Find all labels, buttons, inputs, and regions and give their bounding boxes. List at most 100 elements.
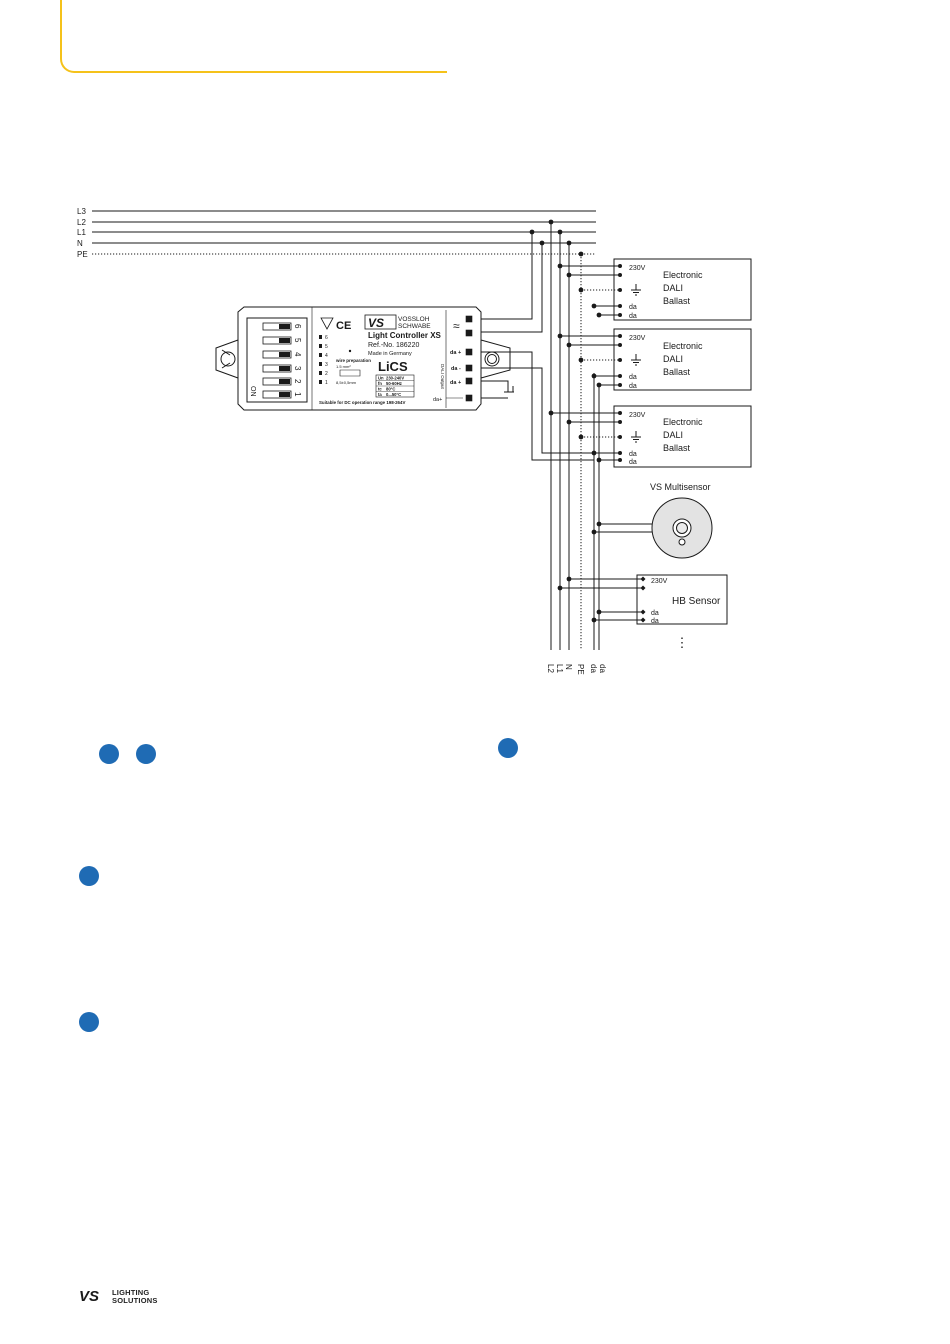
ballast-1-line1: Electronic: [663, 270, 703, 280]
dip-switches: [262, 322, 292, 399]
header-frame: [60, 0, 447, 73]
light-controller: 6 5 4 3 2 1 ON 6 5 4 3 2 1 CE VS: [215, 306, 511, 411]
ballast-2-line3: Ballast: [663, 367, 691, 377]
multisensor-label: VS Multisensor: [650, 482, 711, 492]
ballast-3: 230V Electronic DALI Ballast da da: [551, 405, 752, 468]
vertical-risers: [550, 222, 600, 650]
footer-logo-line1: LIGHTING: [112, 1288, 150, 1297]
dc-operation-note: Suitable for DC operation range 198-264V: [319, 400, 405, 405]
dip-knobs: [279, 324, 290, 397]
wire-pushbutton: [481, 380, 509, 392]
section-marker-1: [99, 744, 119, 764]
dali-output-wires: [481, 351, 599, 461]
svg-text:4: 4: [325, 353, 328, 359]
ballast-1: 230V Electronic DALI Ballast da da: [560, 258, 752, 321]
ballast-1-da1: da: [629, 304, 637, 311]
bus-labels: L3 L2 L1 N PE: [77, 207, 88, 259]
bus-label-l1: L1: [77, 228, 86, 237]
ballast-2-da1: da: [629, 374, 637, 381]
bus-label-l3: L3: [77, 207, 86, 216]
svg-text:5: 5: [293, 338, 302, 343]
vs-logo-icon: VS: [364, 314, 397, 330]
ballast-2-line2: DALI: [663, 354, 683, 364]
dip-numbers: 6 5 4 3 2 1 ON: [249, 324, 302, 397]
safety-triangle-icon: [320, 317, 334, 330]
section-marker-4: [79, 866, 99, 886]
ce-mark-icon: CE: [336, 320, 351, 332]
hb-sensor-da1: da: [651, 610, 659, 617]
brand-line2: SCHWABE: [398, 323, 431, 330]
footer-vs-logo-icon: VS: [79, 1288, 99, 1303]
wire-size: 1.5 mm²: [336, 364, 351, 369]
multisensor: VS Multisensor: [594, 482, 713, 559]
brand-line1: VOSSLOH: [398, 316, 430, 323]
svg-text:VS: VS: [368, 316, 384, 330]
controller-body: [237, 306, 482, 411]
ground-icon: [631, 431, 641, 443]
wire-da-minus: [481, 367, 599, 454]
ballast-1-voltage: 230V: [629, 265, 646, 272]
continuation-dots-icon: ⋮: [676, 635, 689, 650]
svg-text:6: 6: [293, 324, 302, 329]
hb-sensor-voltage: 230V: [651, 578, 668, 585]
terminal-da-plus-2: da +: [450, 380, 461, 386]
terminal-da-minus: da -: [451, 366, 461, 372]
bottom-labels: L2 L1 N PE da da: [546, 664, 607, 675]
svg-text:CE: CE: [336, 320, 351, 332]
ac-symbol-icon: ≈: [453, 319, 460, 333]
ground-icon: [631, 354, 641, 366]
controller-left-ear: [215, 339, 239, 379]
svg-text:2: 2: [293, 379, 302, 384]
spec-un: 230-240V: [386, 376, 404, 381]
ballast-1-da2: da: [629, 313, 637, 320]
svg-text:tc: tc: [378, 387, 382, 392]
junction-dots: [529, 219, 602, 623]
hb-sensor-box: [636, 574, 728, 625]
controller-model: Light Controller XS: [368, 331, 442, 340]
svg-text:1: 1: [293, 392, 302, 397]
svg-text:4: 4: [293, 352, 302, 357]
svg-text:1: 1: [325, 380, 328, 386]
ballast-3-voltage: 230V: [629, 412, 646, 419]
dip-on-label: ON: [249, 386, 256, 397]
section-marker-5: [79, 1012, 99, 1032]
multisensor-led: [678, 538, 686, 546]
ballast-1-line2: DALI: [663, 283, 683, 293]
supply-bus: [92, 210, 596, 255]
controller-origin: Made in Germany: [368, 351, 412, 357]
hb-sensor: 230V HB Sensor da da ⋮: [560, 574, 728, 650]
wire-strip-icon: [339, 369, 361, 377]
ballast-2-line1: Electronic: [663, 341, 703, 351]
wire-n-controller: [481, 243, 543, 333]
terminal-da-bottom: da+: [433, 397, 442, 403]
ballast-1-line3: Ballast: [663, 296, 691, 306]
ballast-2-da2: da: [629, 383, 637, 390]
bus-label-n: N: [77, 239, 83, 248]
strip-length: 8,5±0,5mm: [336, 380, 357, 385]
footer-logo-text: LIGHTING SOLUTIONS: [112, 1289, 158, 1305]
controller-ref: Ref.-No. 186220: [368, 342, 419, 349]
svg-text:VS: VS: [79, 1288, 99, 1303]
terminal-labels: da + da - da + da+: [433, 350, 461, 403]
spec-ta: 0...50°C: [386, 392, 401, 397]
svg-text:3: 3: [293, 366, 302, 371]
ballast-2-voltage: 230V: [629, 335, 646, 342]
section-marker-3: [498, 738, 518, 758]
page-header: [0, 0, 447, 73]
bus-label-l2: L2: [77, 218, 86, 227]
footer-logo-line2: SOLUTIONS: [112, 1296, 158, 1305]
svg-text:3: 3: [325, 362, 328, 368]
controller-mount-hole: [484, 351, 500, 367]
dali-output-label: DALI Output: [440, 364, 445, 390]
ballast-3-da1: da: [629, 451, 637, 458]
controller-terminals: [465, 315, 473, 402]
ballast-3-da2: da: [629, 459, 637, 466]
ballast-3-line3: Ballast: [663, 443, 691, 453]
controller-right-ear: [480, 339, 511, 379]
controller-supply-wires: [481, 232, 543, 333]
hb-sensor-da2: da: [651, 618, 659, 625]
svg-text:Un: Un: [378, 376, 384, 381]
bus-label-pe: PE: [77, 250, 88, 259]
bottom-label-l1: L1: [555, 664, 564, 673]
